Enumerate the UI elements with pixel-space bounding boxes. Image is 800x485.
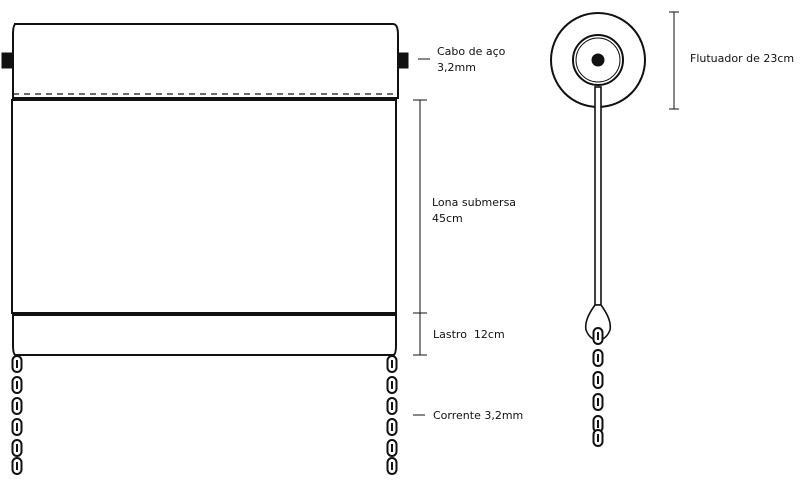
- submerged-canvas: [11, 99, 397, 314]
- cable-core: [591, 53, 605, 67]
- cable-label: Cabo de aço: [437, 45, 506, 58]
- float-side-view: [550, 12, 646, 341]
- float-label: Flutuador de 23cm: [690, 52, 794, 65]
- chain-left: [11, 355, 23, 475]
- canvas-size-label: 45cm: [432, 212, 463, 225]
- canvas-profile: [594, 86, 602, 306]
- float-roll: [12, 23, 399, 99]
- barrier-front-view: [1, 23, 409, 356]
- canvas-label: Lona submersa: [432, 196, 516, 209]
- ballast-label: Lastro 12cm: [433, 328, 505, 341]
- ballast-pocket: [12, 314, 397, 356]
- chain-side: [592, 327, 604, 447]
- dimension-lines: [413, 11, 679, 416]
- cable-size-label: 3,2mm: [437, 61, 476, 74]
- chain-right: [386, 355, 398, 475]
- chain-label: Corrente 3,2mm: [433, 409, 523, 422]
